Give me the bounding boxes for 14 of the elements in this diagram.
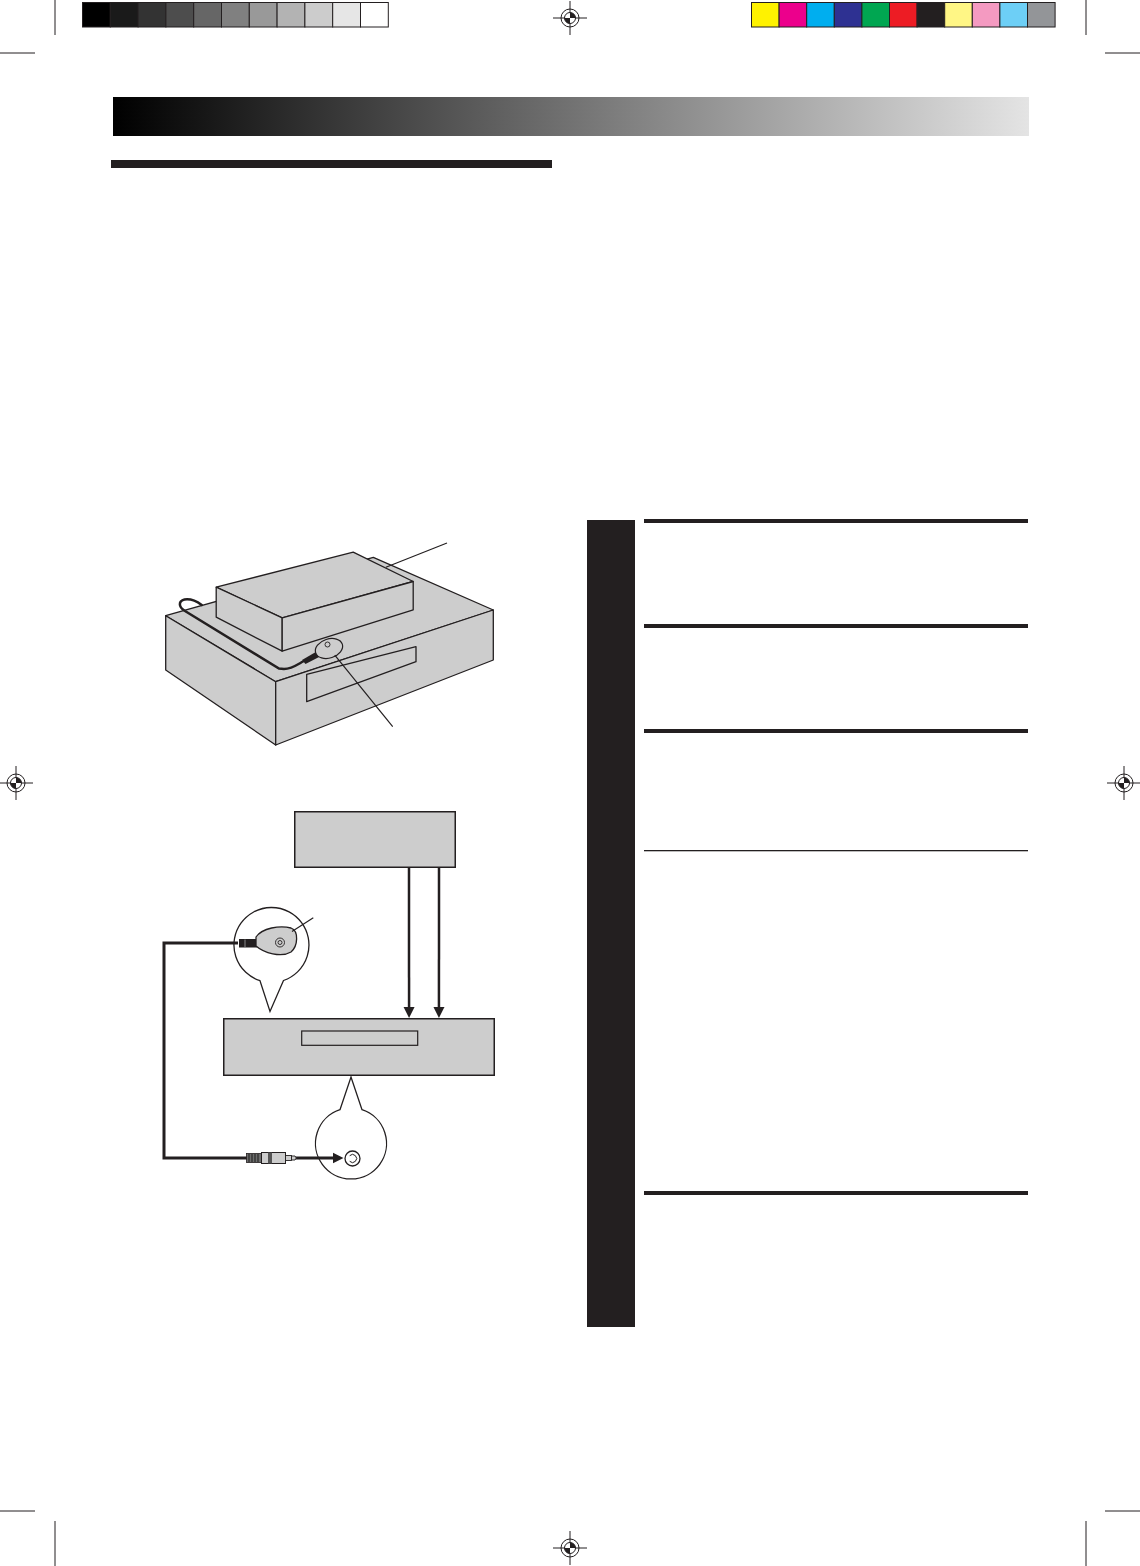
device-box bbox=[294, 811, 456, 868]
cable-arrow bbox=[162, 941, 344, 1164]
leader-line bbox=[334, 654, 394, 728]
arrow bbox=[433, 868, 445, 1018]
sensor bbox=[300, 637, 345, 665]
leader-line bbox=[291, 917, 314, 933]
device-box bbox=[214, 550, 414, 652]
side-tab bbox=[587, 520, 635, 1327]
arrow bbox=[403, 868, 415, 1018]
jack-icon bbox=[343, 1149, 361, 1167]
leader-line bbox=[385, 542, 448, 568]
callout-bubble bbox=[233, 906, 310, 1013]
vcr-box bbox=[223, 1018, 495, 1076]
callout-bubble bbox=[315, 1076, 387, 1180]
